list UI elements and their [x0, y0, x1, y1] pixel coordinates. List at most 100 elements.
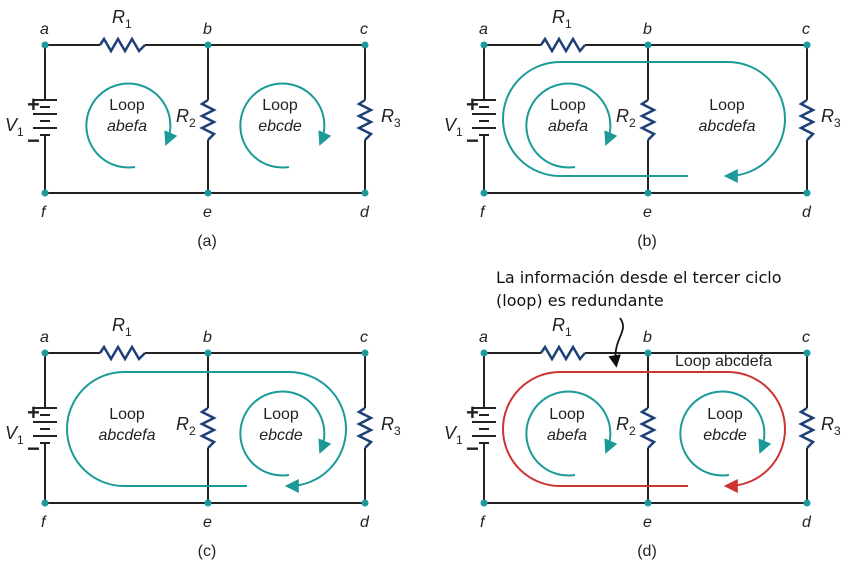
- loop-name-abcdefa: abcdefa: [699, 118, 756, 135]
- loop-arrow-abefa: [525, 82, 618, 169]
- resistor-r3: [798, 98, 816, 141]
- loop-arrow-ebcde: [239, 390, 332, 477]
- loop-word: Loop: [109, 406, 145, 423]
- label-v1: V1: [444, 115, 463, 139]
- annotation-pointer-arrow: [608, 317, 624, 368]
- loop-name-ebcde: ebcde: [258, 118, 302, 135]
- resistor-r2: [199, 98, 217, 141]
- caption-b: (b): [637, 233, 657, 250]
- node-label-f: f: [480, 514, 486, 531]
- label-r3: R3: [821, 106, 841, 130]
- panel-d: + − a b c f e d R1 R2 R3 V1 Loop abefa L…: [444, 268, 841, 560]
- panel-c: + − a b c f e d R1 R2 R3 V1 Loop abcdefa…: [5, 315, 401, 560]
- loop-arrow-abefa: [525, 390, 618, 477]
- resistor-r1: [539, 344, 586, 362]
- loop-name-abcdefa: abcdefa: [99, 427, 156, 444]
- loop-word: Loop: [549, 406, 585, 423]
- node-label-b: b: [643, 21, 652, 38]
- minus-sign: −: [466, 128, 479, 153]
- loop-name-abefa: abefa: [548, 118, 588, 135]
- label-v1: V1: [5, 423, 24, 447]
- label-r2: R2: [616, 414, 636, 438]
- minus-sign: −: [27, 436, 40, 461]
- resistor-r1: [98, 344, 146, 362]
- node-label-f: f: [480, 204, 486, 221]
- resistor-r2: [639, 98, 657, 141]
- label-v1: V1: [5, 115, 24, 139]
- plus-sign: +: [466, 92, 479, 117]
- resistor-r3: [356, 98, 374, 141]
- node-label-c: c: [360, 21, 368, 38]
- loop-name-ebcde: ebcde: [259, 427, 303, 444]
- panel-b: + − a b c f e d R1 R2 R3 V1 Loop abefa L…: [444, 7, 841, 250]
- resistor-r2: [639, 406, 657, 449]
- node-label-e: e: [203, 514, 212, 531]
- loop-arrow-ebcde: [679, 390, 772, 477]
- circuit-wires: [44, 352, 366, 504]
- battery-v1: [472, 99, 496, 145]
- node-label-c: c: [802, 21, 810, 38]
- node-label-e: e: [203, 204, 212, 221]
- minus-sign: −: [466, 436, 479, 461]
- label-r3: R3: [381, 106, 401, 130]
- label-r2: R2: [616, 106, 636, 130]
- junction-nodes: [41, 349, 369, 507]
- junction-nodes: [480, 41, 811, 197]
- label-r1: R1: [552, 7, 572, 31]
- junction-nodes: [480, 349, 811, 507]
- resistor-r1: [539, 36, 586, 54]
- node-label-c: c: [360, 329, 368, 346]
- resistor-r3: [798, 406, 816, 449]
- panel-a: + − a b c f e d R1 R2 R3 V1 Loop abefa L…: [5, 7, 401, 250]
- circuit-wires: [483, 352, 808, 504]
- label-r2: R2: [176, 106, 196, 130]
- node-label-a: a: [40, 329, 49, 346]
- label-r1: R1: [112, 315, 132, 339]
- node-label-f: f: [41, 204, 47, 221]
- node-label-d: d: [360, 204, 370, 221]
- loop-word: Loop: [709, 97, 745, 114]
- caption-a: (a): [197, 233, 217, 250]
- node-label-a: a: [479, 21, 488, 38]
- label-r3: R3: [381, 414, 401, 438]
- loop-arrow-abcdefa-redundant: [502, 371, 786, 493]
- node-label-c: c: [802, 329, 810, 346]
- node-label-d: d: [802, 204, 812, 221]
- plus-sign: +: [27, 92, 40, 117]
- loop-word: Loop: [109, 97, 145, 114]
- loop-word: Loop: [707, 406, 743, 423]
- label-r1: R1: [112, 7, 132, 31]
- loop-arrow-abefa: [85, 82, 178, 169]
- label-r3: R3: [821, 414, 841, 438]
- node-label-a: a: [479, 329, 488, 346]
- node-label-d: d: [802, 514, 812, 531]
- caption-d: (d): [637, 543, 657, 560]
- battery-v1: [33, 99, 57, 145]
- loop-arrow-abcdefa: [66, 371, 347, 493]
- caption-c: (c): [198, 543, 217, 560]
- minus-sign: −: [27, 128, 40, 153]
- node-label-a: a: [40, 21, 49, 38]
- node-label-b: b: [203, 329, 212, 346]
- loop-arrow-ebcde: [239, 82, 332, 169]
- plus-sign: +: [27, 400, 40, 425]
- node-label-e: e: [643, 204, 652, 221]
- node-label-f: f: [41, 514, 47, 531]
- plus-sign: +: [466, 400, 479, 425]
- label-r2: R2: [176, 414, 196, 438]
- annotation-line-1: La información desde el tercer ciclo: [496, 268, 781, 287]
- node-label-e: e: [643, 514, 652, 531]
- circuit-wires: [44, 44, 366, 194]
- loop-arrow-abcdefa: [502, 61, 786, 183]
- junction-nodes: [41, 41, 369, 197]
- loop-word: Loop: [263, 406, 299, 423]
- loop-name-ebcde: ebcde: [703, 427, 747, 444]
- node-label-d: d: [360, 514, 370, 531]
- loop-label-abcdefa-redundant: Loop abcdefa: [675, 353, 772, 370]
- loop-name-abefa: abefa: [547, 427, 587, 444]
- resistor-r3: [356, 406, 374, 449]
- node-label-b: b: [643, 329, 652, 346]
- loop-word: Loop: [550, 97, 586, 114]
- label-r1: R1: [552, 315, 572, 339]
